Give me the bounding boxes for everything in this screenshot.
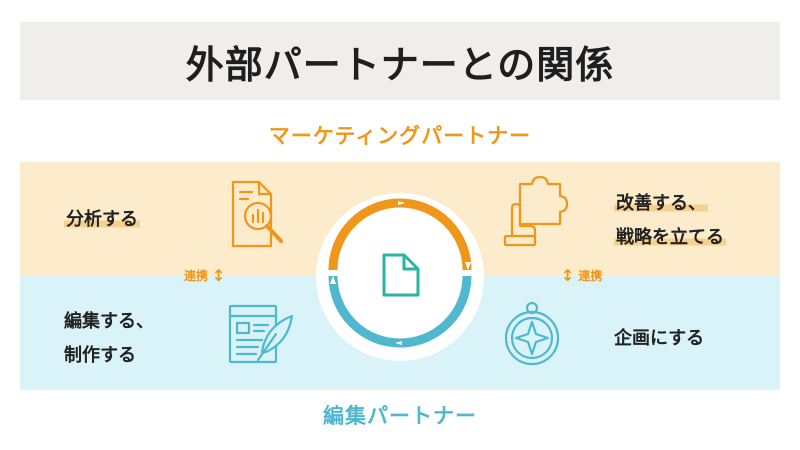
marketing-arc [328,198,472,271]
link-right-label: 連携 [578,269,603,283]
updown-arrow-icon: ↕ [212,266,226,285]
task-plan-label: 企画にする [614,328,705,349]
document-quill-icon [228,304,294,364]
task-improve-line2: 戦略を立てる [614,227,726,248]
cycle-arrowhead-top [398,201,405,205]
document-icon [382,253,420,297]
hand-puzzle-icon [503,175,569,247]
task-improve-line1: 改善する、 [614,193,708,214]
task-plan: 企画にする [614,322,704,356]
editing-partner-label: 編集パートナー [323,404,477,428]
task-analyze-label: 分析する [64,209,140,230]
task-edit-line2: 制作する [64,345,136,366]
document-magnifier-chart-icon [231,180,283,248]
editing-arc [328,275,472,348]
page-title: 外部パートナーとの関係 [185,42,615,87]
link-left: 連携 ↕ [184,266,225,285]
title-banner: 外部パートナーとの関係 [20,22,780,100]
cycle-center-background [316,193,484,361]
cycle-arrowhead-bottom [395,341,402,345]
marketing-partner-label: マーケティングパートナー [268,124,532,148]
cycle-arrowhead-left [330,276,336,284]
compass-icon [504,301,560,366]
task-analyze: 分析する [64,203,140,237]
task-edit: 編集する、 制作する [64,305,154,373]
link-right: ↕ 連携 [561,266,602,285]
task-improve: 改善する、 戦略を立てる [614,187,726,255]
cycle-ring [328,198,472,348]
link-left-label: 連携 [184,269,209,283]
task-edit-line1: 編集する、 [64,311,154,332]
cycle-arrowhead-right [465,262,471,270]
updown-arrow-icon: ↕ [561,266,575,285]
